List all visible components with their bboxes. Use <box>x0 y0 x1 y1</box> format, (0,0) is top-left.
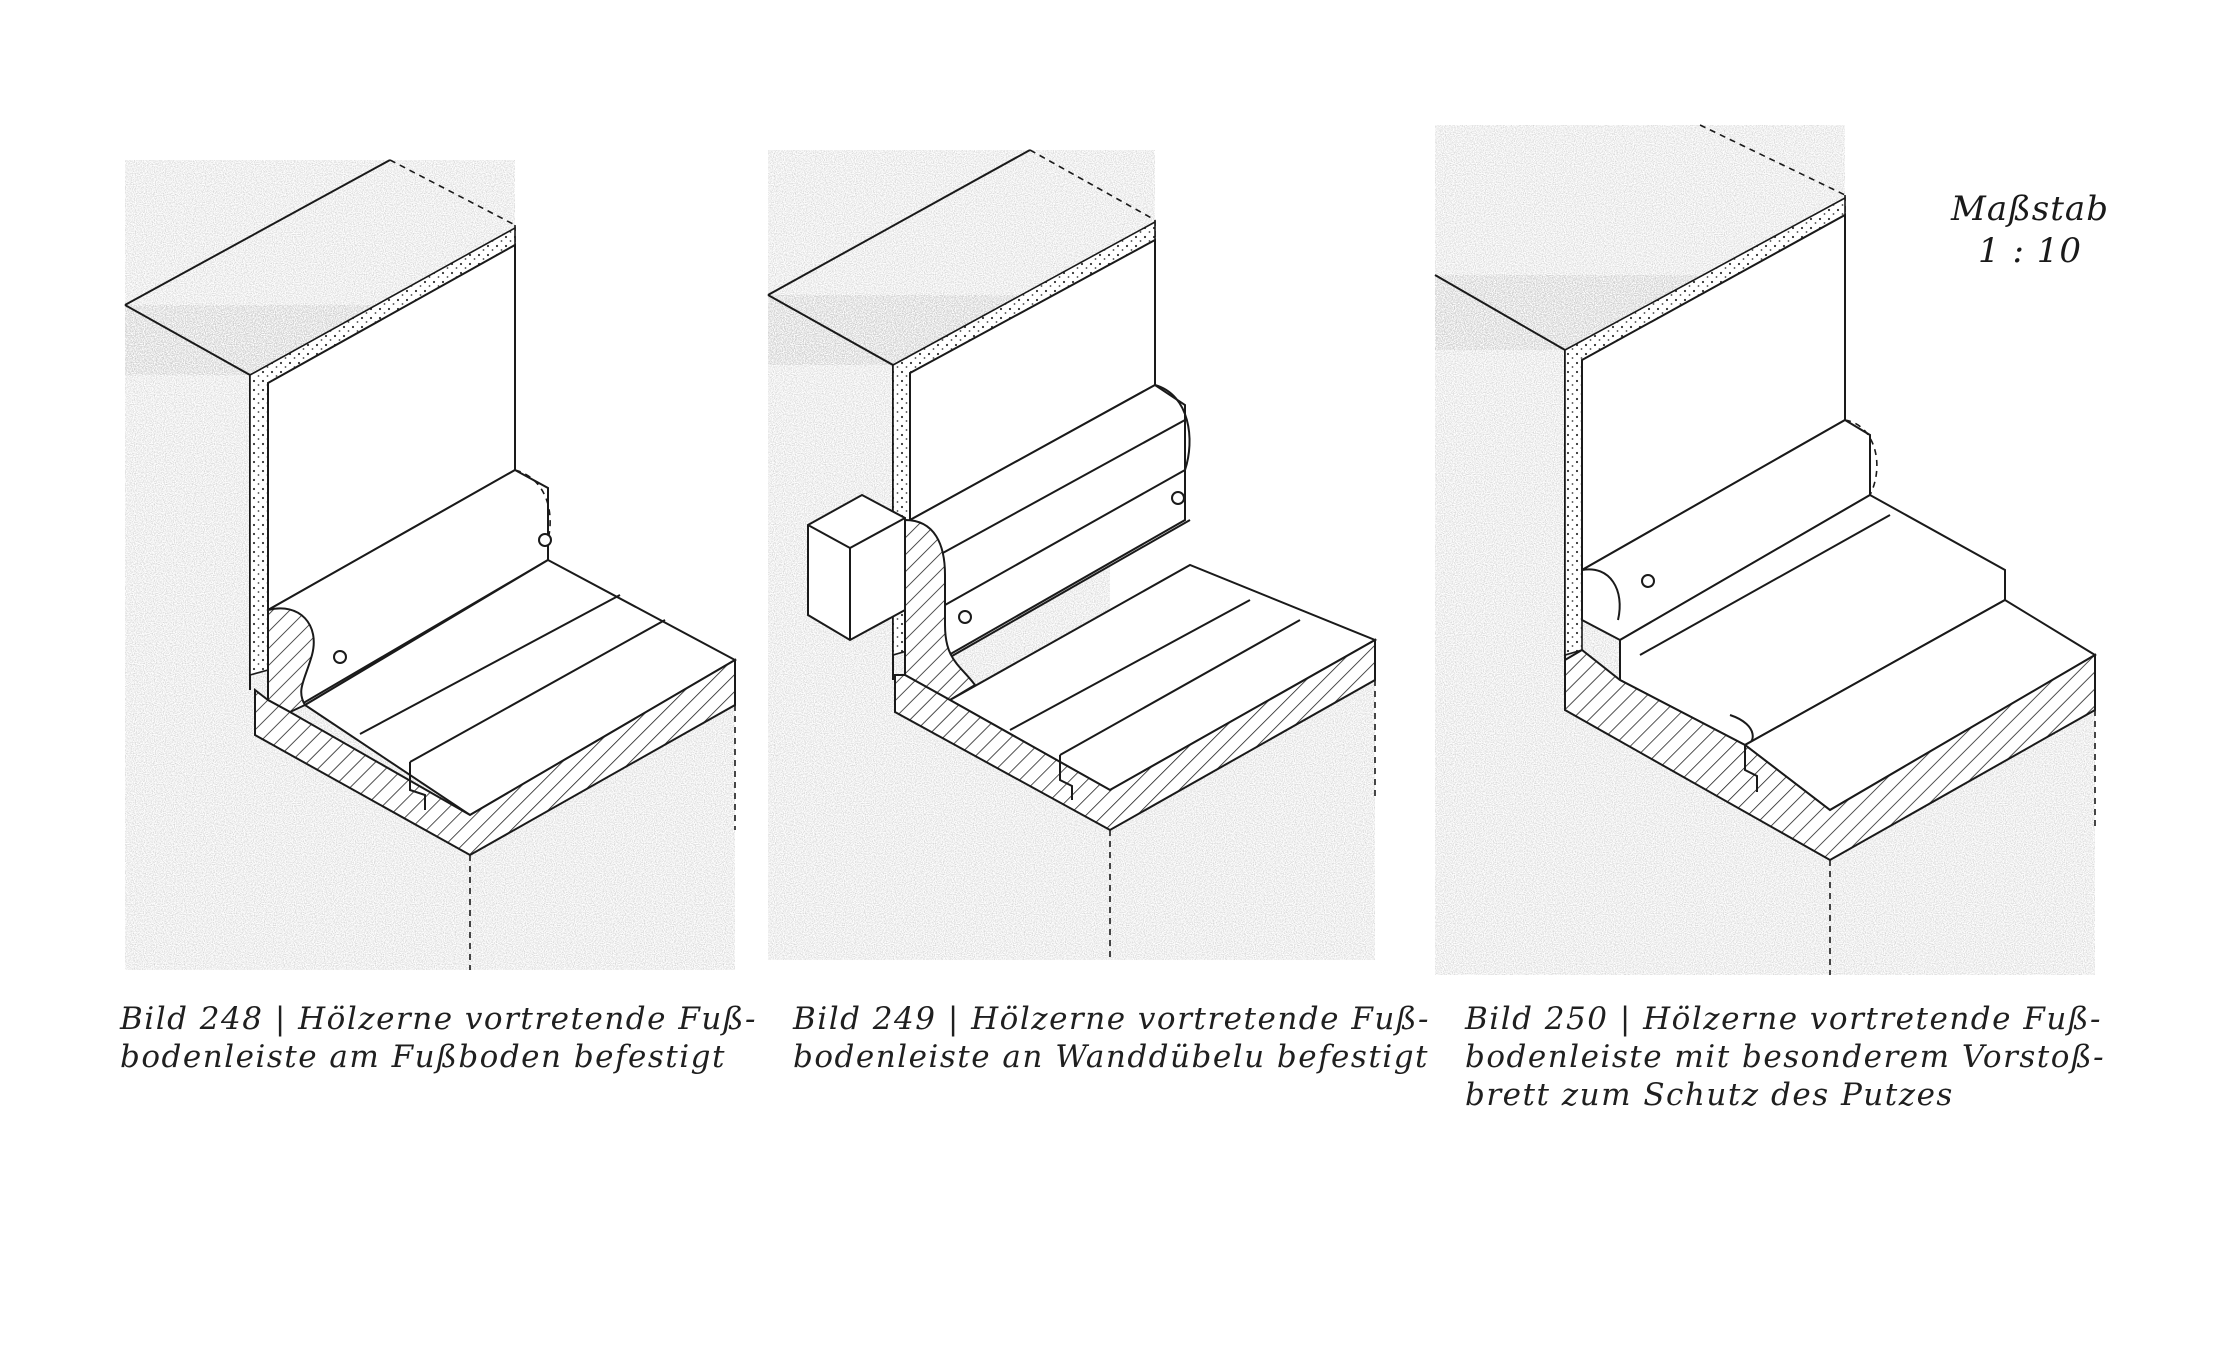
masonry-left-face <box>768 295 1110 960</box>
scale-ratio: 1 : 10 <box>1978 231 2082 271</box>
skirting-section <box>904 518 977 702</box>
caption-figure-250: Bild 250 | Hölzerne vortretende Fuß- bod… <box>1465 1000 2105 1114</box>
figure-248-drawing <box>124 159 738 970</box>
caption-figure-249: Bild 249 | Hölzerne vortretende Fuß- bod… <box>793 1000 1430 1076</box>
masonry-back-top <box>125 160 515 375</box>
masonry-left-face <box>125 305 470 970</box>
caption-figure-248: Bild 248 | Hölzerne vortretende Fuß- bod… <box>120 1000 757 1076</box>
scale-title: Maßstab <box>1951 189 2109 229</box>
floor-section <box>1564 648 2096 862</box>
figure-250-drawing <box>1434 124 2097 975</box>
caption-line: bodenleiste an Wanddübelu befestigt <box>793 1039 1429 1075</box>
caption-line: Bild 248 | Hölzerne vortretende Fuß- <box>120 1001 757 1037</box>
caption-line: brett zum Schutz des Putzes <box>1465 1077 1954 1113</box>
figure-249-drawing <box>767 149 1378 960</box>
scale-label: Maßstab 1 : 10 <box>1900 188 2160 272</box>
caption-line: bodenleiste am Fußboden befestigt <box>120 1039 726 1075</box>
masonry-back-top <box>1435 125 1845 350</box>
masonry-front-face <box>1830 710 2095 975</box>
caption-line: bodenleiste mit besonderem Vorstoß- <box>1465 1039 2106 1075</box>
skirting-section <box>267 607 315 714</box>
caption-line: Bild 250 | Hölzerne vortretende Fuß- <box>1465 1001 2102 1037</box>
wall-dowel-block <box>807 493 906 642</box>
masonry-front-face <box>470 705 735 970</box>
masonry-left-face <box>1435 275 1830 975</box>
floor-section <box>894 638 1376 832</box>
floor-section <box>254 658 736 857</box>
masonry-front-face <box>1110 680 1375 960</box>
caption-line: Bild 249 | Hölzerne vortretende Fuß- <box>793 1001 1430 1037</box>
masonry-back-top <box>768 150 1155 365</box>
